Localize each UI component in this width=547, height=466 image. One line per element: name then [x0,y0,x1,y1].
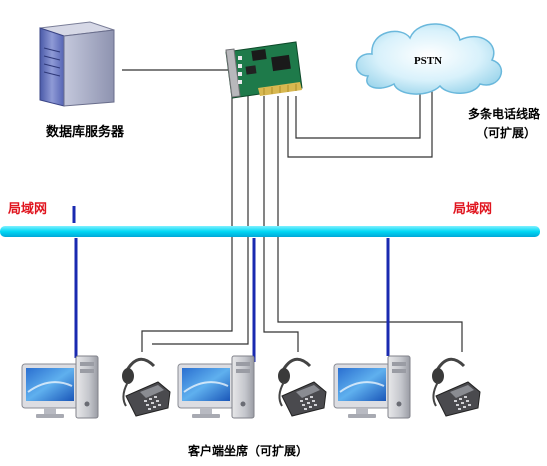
computer-icon [177,355,255,419]
lan-bus [0,226,540,237]
lan-drops [72,206,390,362]
server-label: 数据库服务器 [46,124,125,140]
computer-icon [333,355,411,419]
phone-lines-label: 多条电话线路 [468,106,541,121]
computer-icon [21,355,99,419]
pstn-line-3 [287,84,433,158]
client-workstation-3 [333,355,482,419]
card-client1-cable [141,90,233,352]
card-client1-hub-cable [152,96,249,345]
pstn-line-2 [295,84,421,139]
phone-headset-icon [120,357,172,418]
lan-label-left: 局域网 [8,201,47,217]
pstn-cloud-icon [355,23,503,95]
phone-lines-expandable-label: （可扩展） [476,125,536,140]
phone-headset-icon [276,357,328,418]
card-client3-cable [277,96,463,352]
voice-card-icon [225,41,303,99]
cables [122,69,463,352]
client-workstation-1 [21,355,172,419]
card-client2-cable [263,96,299,352]
server-icon [39,21,115,107]
pstn-label: PSTN [414,55,442,67]
clients-label: 客户端坐席（可扩展） [187,443,308,458]
client-workstation-2 [177,355,328,419]
phone-headset-icon [430,357,482,418]
lan-label-right: 局域网 [453,201,492,217]
